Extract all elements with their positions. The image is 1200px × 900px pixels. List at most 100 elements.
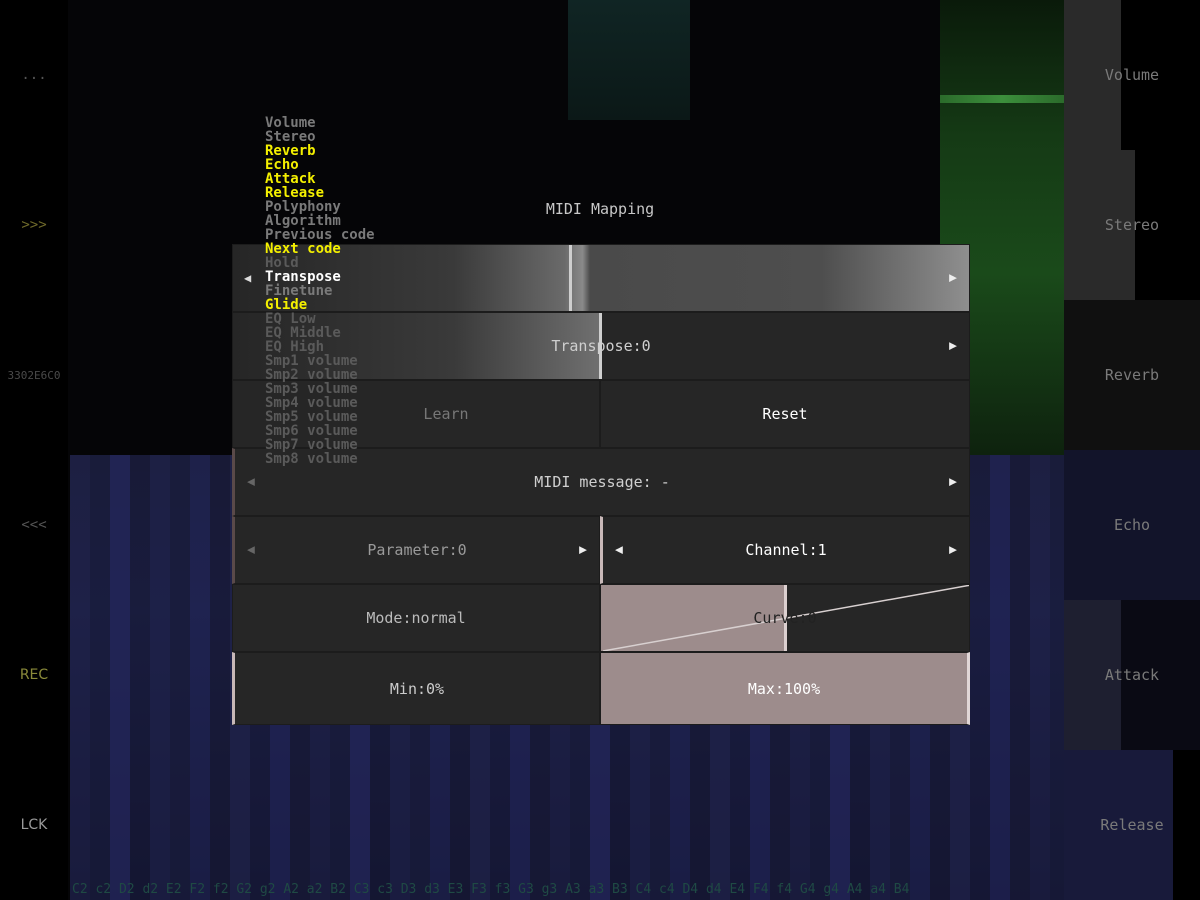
stereo-label: Stereo [1104, 216, 1160, 234]
transpose-fill [233, 313, 601, 379]
channel-right-icon[interactable]: ▶ [949, 542, 957, 558]
channel-left-icon[interactable]: ◀ [615, 542, 623, 558]
keyboard-key [970, 455, 990, 900]
mode-button[interactable]: Mode:normal [232, 584, 600, 652]
reverb-slider[interactable]: Reverb [1064, 300, 1200, 450]
parameter-list-item[interactable]: Echo [265, 157, 299, 173]
keyboard-key [170, 455, 190, 900]
transpose-label: Transpose:0 [551, 337, 651, 355]
keyboard-key [70, 455, 90, 900]
keyboard-key [130, 455, 150, 900]
parameter-list-item[interactable]: EQ Middle [265, 325, 341, 341]
parameter-list-item[interactable]: Reverb [265, 143, 316, 159]
max-slider[interactable]: Max:100% [600, 652, 970, 725]
parameter-list-item[interactable]: Smp3 volume [265, 381, 358, 397]
parameter-list-item[interactable]: EQ High [265, 339, 325, 355]
min-max-row: Min:0% Max:100% [232, 652, 970, 725]
parameter-right-icon[interactable]: ▶ [579, 542, 587, 558]
menu-button[interactable]: ... [21, 67, 47, 83]
parameter-list-item[interactable]: Finetune [265, 283, 333, 299]
parameter-list-item[interactable]: Smp2 volume [265, 367, 358, 383]
release-slider[interactable]: Release [1064, 750, 1200, 900]
channel-selector[interactable]: ◀ Channel:1 ▶ [600, 516, 970, 584]
parameter-list-item[interactable]: Attack [265, 171, 316, 187]
parameter-list-item[interactable]: Glide [265, 297, 308, 313]
parameter-selector[interactable]: ◀ Parameter:0 ▶ [232, 516, 600, 584]
parameter-list-item[interactable]: Next code [265, 241, 341, 257]
max-label: Max:100% [747, 679, 821, 698]
mode-label: Mode:normal [366, 609, 466, 627]
keyboard-key [110, 455, 130, 900]
midi-message-label: MIDI message: - [534, 473, 670, 491]
parameter-list-item[interactable]: EQ Low [265, 311, 316, 327]
reverb-label: Reverb [1104, 366, 1160, 384]
learn-reset-row: Learn Reset [232, 380, 970, 448]
keyboard-key [990, 455, 1010, 900]
reset-label: Reset [762, 405, 808, 423]
volume-slider[interactable]: Volume [1064, 0, 1200, 150]
record-button[interactable]: REC [19, 667, 49, 683]
transpose-marker [599, 313, 602, 379]
midi-message-right-icon[interactable]: ▶ [949, 474, 957, 490]
parameter-list-item[interactable]: Release [265, 185, 325, 201]
learn-label: Learn [423, 405, 469, 423]
right-toolbar: Volume Stereo Reverb Echo Attack Release [1064, 0, 1200, 900]
parameter-list-item[interactable]: Polyphony [265, 199, 341, 215]
parameter-list-item[interactable]: Hold [265, 255, 299, 271]
midi-message-left-icon[interactable]: ◀ [247, 474, 255, 490]
parameter-label: Parameter:0 [367, 541, 467, 559]
curve-label: Curve:0 [753, 609, 817, 627]
midi-message-row[interactable]: ◀ MIDI message: - ▶ [232, 448, 970, 516]
transpose-row[interactable]: Transpose:0 ▶ [232, 312, 970, 380]
parameter-scroller[interactable]: ▶ [232, 244, 970, 312]
learn-button[interactable]: Learn [232, 380, 600, 448]
parameter-list-item[interactable]: Smp1 volume [265, 353, 358, 369]
release-level [1064, 750, 1173, 900]
echo-label: Echo [1113, 516, 1151, 534]
visualizer-green-line [940, 95, 1064, 103]
curve-slider[interactable]: Curve:0 [600, 584, 970, 652]
keyboard-key [90, 455, 110, 900]
keyboard-key [190, 455, 210, 900]
transpose-slider[interactable]: Transpose:0 ▶ [232, 312, 970, 380]
code-display[interactable]: 3302E6C0 [7, 368, 61, 382]
min-slider[interactable]: Min:0% [232, 652, 600, 725]
dialog-title: MIDI Mapping [545, 200, 655, 218]
parameter-channel-row: ◀ Parameter:0 ▶ ◀ Channel:1 ▶ [232, 516, 970, 584]
parameter-list-item[interactable]: Smp7 volume [265, 437, 358, 453]
parameter-list-item[interactable]: Algorithm [265, 213, 341, 229]
stereo-level [1064, 150, 1135, 300]
parameter-left-icon[interactable]: ◀ [247, 542, 255, 558]
keyboard-key [1030, 455, 1050, 900]
reset-button[interactable]: Reset [600, 380, 970, 448]
attack-level [1064, 600, 1121, 750]
curve-graph-icon [602, 585, 969, 651]
back-button[interactable]: <<< [21, 517, 47, 533]
parameter-list-item[interactable]: Transpose [265, 269, 341, 285]
parameter-selector-row[interactable]: ▶ [232, 244, 970, 312]
curve-fill [601, 585, 785, 651]
keyboard-key [150, 455, 170, 900]
transpose-right-icon[interactable]: ▶ [949, 338, 957, 354]
min-label: Min:0% [389, 679, 445, 698]
keyboard-key [1010, 455, 1030, 900]
parameter-list-item[interactable]: Stereo [265, 129, 316, 145]
stereo-slider[interactable]: Stereo [1064, 150, 1200, 300]
echo-slider[interactable]: Echo [1064, 450, 1200, 600]
parameter-list-item[interactable]: Smp6 volume [265, 423, 358, 439]
next-arrow-icon[interactable]: ▶ [949, 270, 957, 286]
parameter-list-item[interactable]: Volume [265, 115, 316, 131]
lock-button[interactable]: LCK [20, 817, 48, 833]
parameter-list-item[interactable]: Smp8 volume [265, 451, 358, 467]
attack-label: Attack [1104, 666, 1160, 684]
midi-message-selector[interactable]: ◀ MIDI message: - ▶ [232, 448, 970, 516]
parameter-list-item[interactable]: Smp5 volume [265, 409, 358, 425]
volume-label: Volume [1104, 66, 1160, 84]
left-toolbar: ... >>> 3302E6C0 <<< REC LCK [0, 0, 68, 900]
channel-label: Channel:1 [745, 541, 827, 559]
parameter-list-item[interactable]: Smp4 volume [265, 395, 358, 411]
attack-slider[interactable]: Attack [1064, 600, 1200, 750]
parameter-list-item[interactable]: Previous code [265, 227, 375, 243]
forward-button[interactable]: >>> [21, 217, 47, 233]
